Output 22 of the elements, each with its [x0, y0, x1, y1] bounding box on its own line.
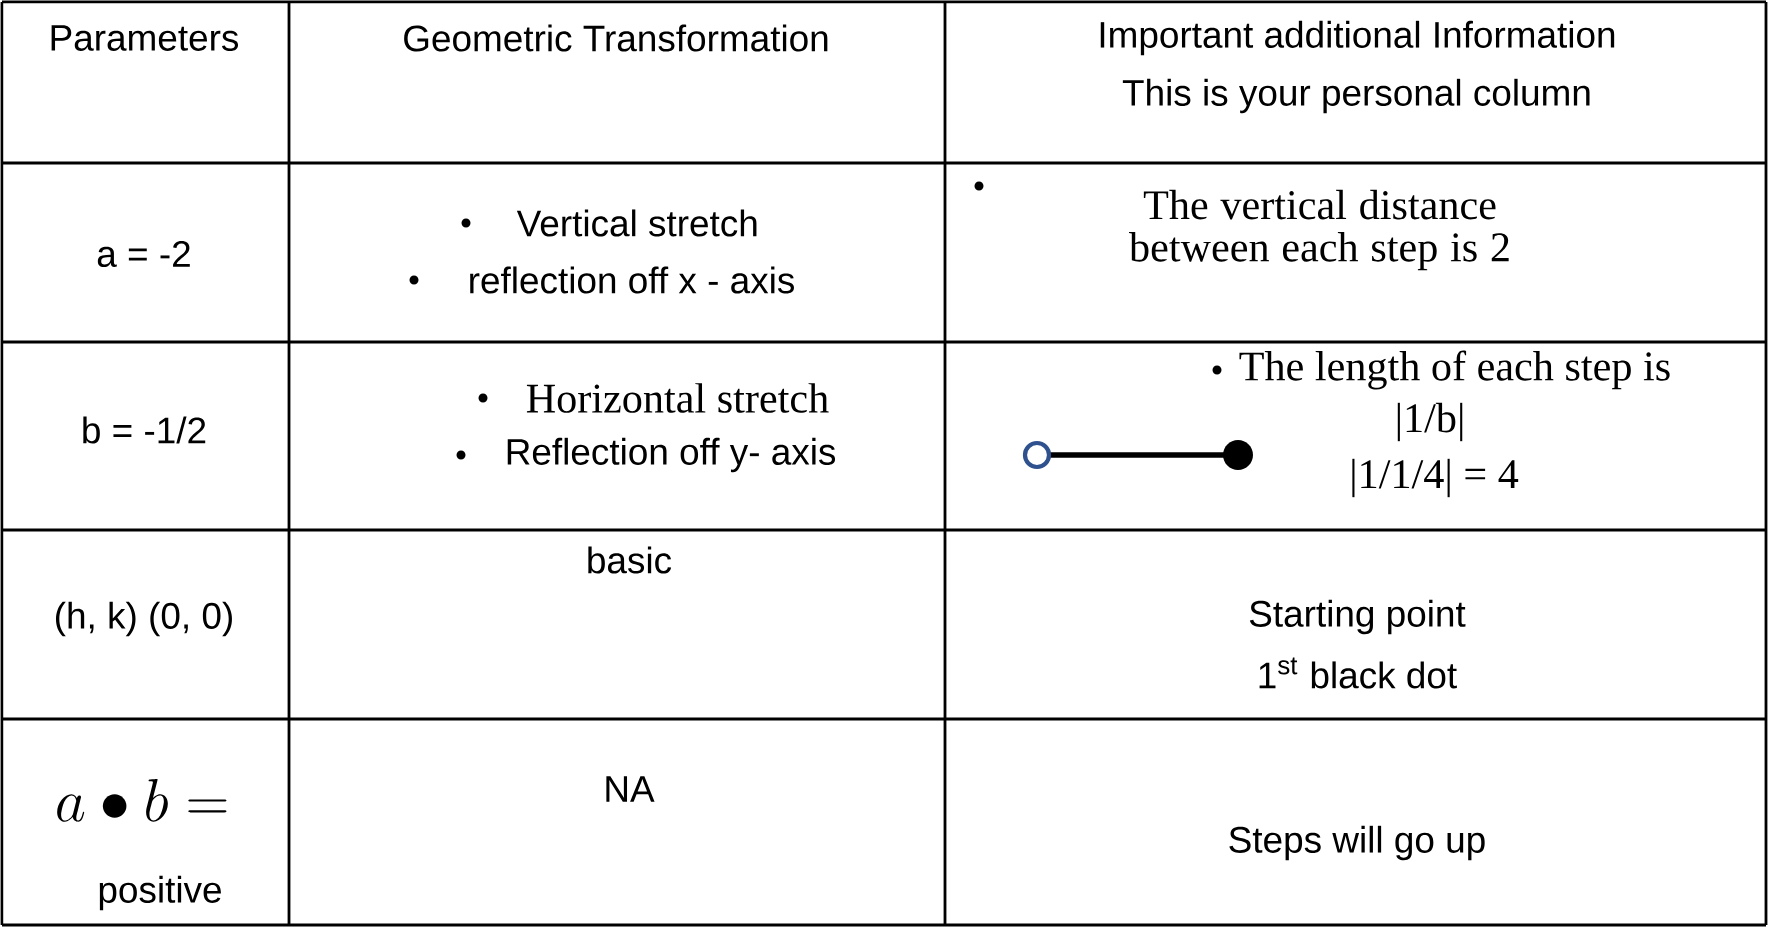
cell-text: a = -2 [97, 240, 190, 268]
cell-text: This is your personal column [1122, 78, 1590, 114]
cell-text: Horizontal stretch [526, 383, 829, 413]
cell-text: Starting point [1249, 599, 1466, 635]
cell-text: The length of each step is [1239, 350, 1670, 390]
cell-text: Important additional Information [1100, 20, 1615, 56]
cell-text: Reflection off y- axis [507, 437, 836, 473]
cell-text: basic [588, 546, 672, 574]
cell-text: |1/b| [1397, 402, 1463, 442]
cell-text: Geometric Transformation [404, 24, 828, 52]
cell-text: reflection off x - axis [470, 266, 794, 294]
cell-text: (h, k) (0, 0) [56, 601, 232, 637]
cell-text: b = -1/2 [83, 416, 206, 444]
cell-text: 1$^{st}$ black dot [1259, 657, 1457, 689]
cell-text: positive [99, 875, 221, 911]
cell-text: |1/1/4| = 4 [1352, 458, 1519, 498]
cell-text: The vertical distance between each step is 2 [1129, 189, 1509, 271]
cell-text: Parameters [51, 25, 239, 51]
cell-text: Vertical stretch [516, 209, 757, 237]
cell-text: $a \bullet b =$ [57, 778, 227, 822]
cell-text: NA [606, 776, 655, 802]
cell-text: Steps will go up [1229, 825, 1485, 861]
